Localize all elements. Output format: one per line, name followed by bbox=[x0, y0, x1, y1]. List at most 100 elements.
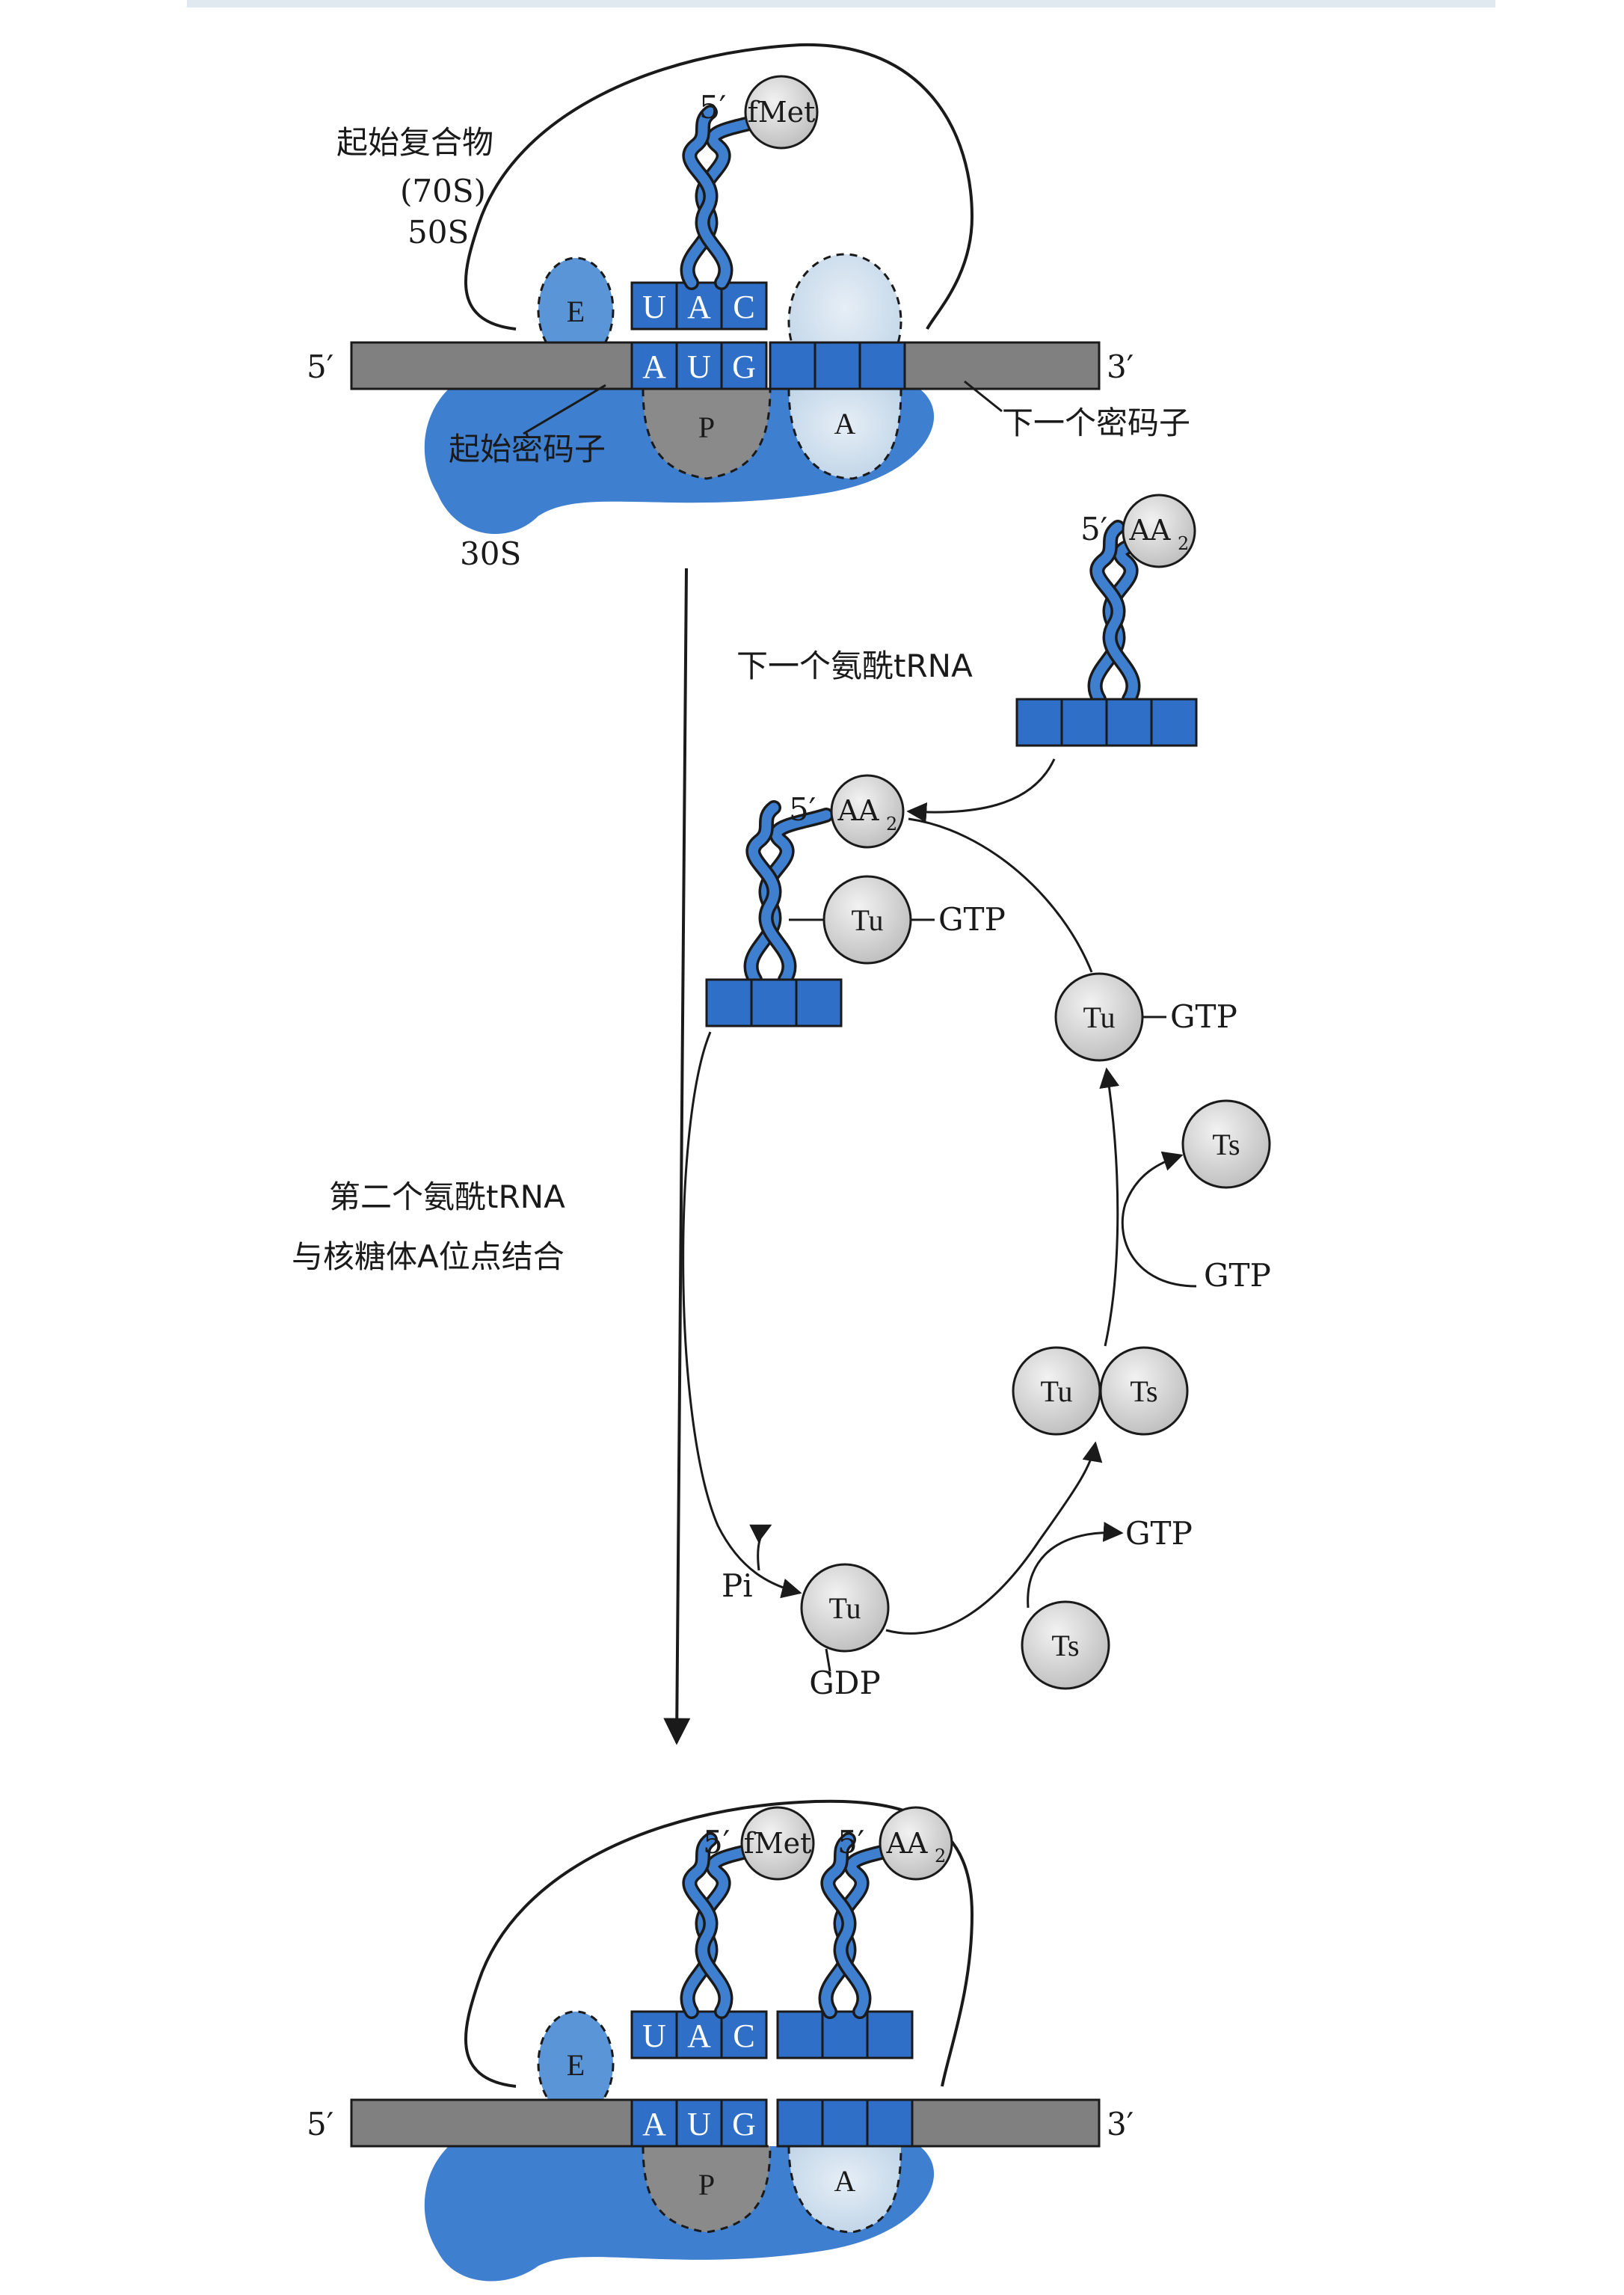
s70-label: (70S) bbox=[400, 173, 486, 209]
anticodon-row: U A C bbox=[630, 281, 768, 331]
ternary-aa2-sub: 2 bbox=[886, 814, 897, 835]
main-down-arrow bbox=[663, 568, 691, 1745]
bottom-mrna-3-label: 3′ bbox=[1107, 2106, 1134, 2142]
pi-branch bbox=[749, 1524, 772, 1571]
gtp-upper-label: GTP bbox=[1204, 1257, 1271, 1294]
top-ribosome: E P A A U G U A C bbox=[307, 43, 1190, 572]
next-trna-label: 下一个氨酰tRNA bbox=[736, 648, 973, 684]
tu-gdp-label: Tu bbox=[828, 1591, 861, 1625]
bottom-anticodon-c: C bbox=[733, 2018, 754, 2054]
bottom-e-site-label: E bbox=[567, 2048, 585, 2082]
fmet-5prime: 5′ bbox=[699, 89, 726, 126]
codon-row: A U G bbox=[630, 341, 906, 390]
ts-lower-ball bbox=[1021, 1600, 1110, 1690]
bottom-a-site-label: A bbox=[834, 2164, 856, 2198]
codon-a bbox=[630, 341, 678, 390]
ternary-aa2-ball bbox=[830, 774, 905, 849]
arrow-trna-to-ternary bbox=[906, 758, 1056, 823]
codon-next-3 bbox=[858, 341, 906, 390]
next-aa2-5prime: 5′ bbox=[1080, 511, 1107, 547]
ts-upper-label: Ts bbox=[1212, 1128, 1240, 1161]
bottom-mrna-right bbox=[911, 2098, 1101, 2148]
tu-gdp-ball bbox=[800, 1563, 890, 1653]
ternary-tu-label: Tu bbox=[851, 903, 883, 937]
s50-label: 50S bbox=[407, 214, 469, 251]
codon-next-1 bbox=[769, 341, 816, 390]
codon-next-2 bbox=[813, 341, 861, 390]
codon-g bbox=[720, 341, 768, 390]
bottom-large-subunit bbox=[464, 1799, 974, 2088]
ts-lower-label: Ts bbox=[1051, 1629, 1079, 1662]
tuts-ts-ball bbox=[1099, 1346, 1189, 1436]
bottom-fmet-5prime: 5′ bbox=[703, 1824, 730, 1861]
ternary-aa2-5prime: 5′ bbox=[789, 791, 816, 828]
ts-upper-ball bbox=[1181, 1099, 1271, 1189]
bottom-a-site bbox=[787, 2145, 902, 2234]
mrna-left bbox=[350, 341, 633, 390]
start-codon-pointer bbox=[523, 384, 606, 435]
top-border bbox=[187, 0, 1495, 7]
bottom-aa2-sub: 2 bbox=[935, 1846, 946, 1867]
bottom-mrna-left bbox=[350, 2098, 633, 2148]
codon-label-u: U bbox=[687, 348, 711, 385]
bottom-aa2-5prime: 5′ bbox=[837, 1824, 864, 1861]
bottom-fmet-label: fMet bbox=[744, 1827, 812, 1860]
tu-gtp-label: Tu bbox=[1083, 1001, 1115, 1034]
e-site-label: E bbox=[567, 295, 585, 328]
tuts-tu-label: Tu bbox=[1040, 1374, 1072, 1408]
bottom-p-site-label: P bbox=[698, 2168, 715, 2202]
bottom-ribosome: E P A A U G U A C bbox=[307, 1799, 1134, 2282]
anticodon-label-a: A bbox=[687, 289, 711, 325]
complex-label: 起始复合物 bbox=[336, 124, 493, 161]
anticodon-label-c: C bbox=[733, 289, 754, 325]
anticodon-label-u: U bbox=[642, 289, 666, 325]
ternary-aa2-label: AA bbox=[837, 794, 879, 827]
fmet-ball bbox=[744, 75, 819, 150]
arc-gdp-to-tuts bbox=[885, 1441, 1103, 1635]
bottom-mrna-5-label: 5′ bbox=[307, 2106, 333, 2142]
gtp-out-lower bbox=[1027, 1522, 1124, 1609]
a-site-lower bbox=[787, 387, 902, 480]
next-codon-pointer bbox=[964, 380, 1003, 413]
tuts-ts-label: Ts bbox=[1130, 1374, 1157, 1408]
p-site bbox=[642, 387, 772, 480]
bottom-anticodon-u: U bbox=[642, 2018, 666, 2054]
gtp-lower-label: GTP bbox=[1125, 1515, 1193, 1552]
a-site-label: A bbox=[834, 407, 856, 440]
ef-tu-cycle: 下一个氨酰tRNA AA 2 5′ bbox=[682, 494, 1271, 1701]
anticodon-c bbox=[720, 281, 768, 331]
bottom-anticodon-a: A bbox=[687, 2018, 711, 2054]
bottom-codon-g: G bbox=[732, 2106, 756, 2142]
bottom-codon-a: A bbox=[642, 2106, 666, 2142]
bottom-anticodon-row: U A C bbox=[630, 2010, 914, 2059]
next-codon-label: 下一个密码子 bbox=[1002, 405, 1190, 441]
side-label-line1: 第二个氨酰tRNA bbox=[329, 1179, 565, 1215]
arc-tugtp-to-ternary bbox=[908, 817, 1093, 973]
mrna-3-label: 3′ bbox=[1107, 348, 1134, 385]
p-site-label: P bbox=[698, 411, 715, 444]
bottom-fmet-ball bbox=[740, 1806, 815, 1881]
codon-label-g: G bbox=[732, 348, 756, 385]
next-aa2-sub: 2 bbox=[1178, 533, 1189, 554]
fmet-label: fMet bbox=[748, 96, 816, 129]
ternary-trna: AA 2 5′ Tu GTP bbox=[705, 774, 1006, 1027]
pi-label: Pi bbox=[722, 1567, 753, 1604]
bottom-aa2-ball bbox=[879, 1806, 953, 1881]
large-subunit-50s bbox=[464, 43, 974, 331]
tu-gtp-gtp-label: GTP bbox=[1170, 998, 1237, 1035]
arc-tuts-to-tugtp bbox=[1099, 1067, 1120, 1347]
next-aa2-label: AA bbox=[1129, 514, 1171, 547]
bottom-codon-row: A U G bbox=[630, 2098, 914, 2148]
mrna-5-label: 5′ bbox=[307, 348, 333, 385]
start-codon-label: 起始密码子 bbox=[449, 431, 606, 467]
bottom-trna-aa2 bbox=[818, 1832, 908, 2019]
trna-twist bbox=[680, 105, 770, 290]
side-label-line2: 与核糖体A位点结合 bbox=[292, 1238, 565, 1275]
gtp-in-ts-out bbox=[1121, 1151, 1197, 1288]
s30-label: 30S bbox=[460, 535, 521, 572]
bottom-trna-fmet bbox=[680, 1832, 770, 2019]
bottom-p-site bbox=[642, 2145, 772, 2234]
mrna-right bbox=[903, 341, 1101, 390]
